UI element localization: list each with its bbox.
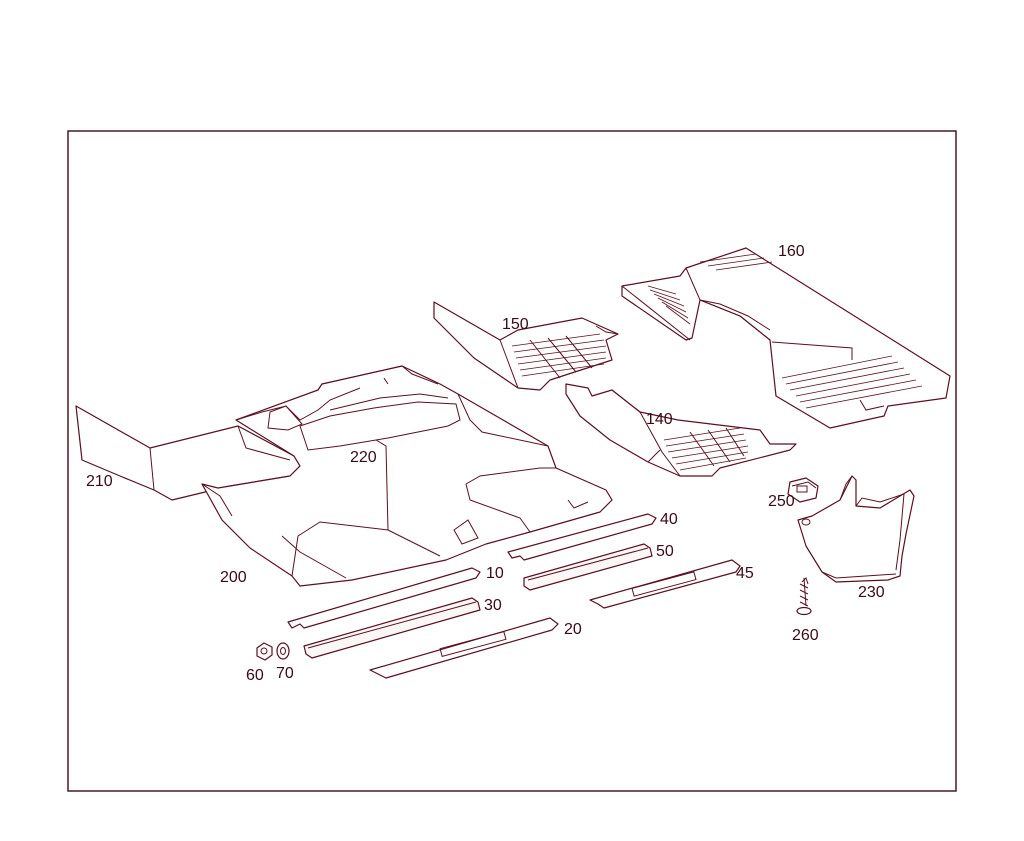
callout-140: 140 — [646, 411, 673, 428]
front-mat-140-drawing[interactable] — [565, 383, 797, 477]
callout-160: 160 — [778, 243, 805, 260]
callout-150: 150 — [502, 316, 529, 333]
callout-220: 220 — [350, 449, 377, 466]
callout-50: 50 — [656, 543, 674, 560]
sill-strip-10-drawing[interactable] — [287, 567, 481, 629]
callout-260: 260 — [792, 627, 819, 644]
callout-40: 40 — [660, 511, 678, 528]
callout-230: 230 — [858, 584, 885, 601]
rear-floor-mat-drawing[interactable] — [621, 247, 951, 429]
sill-strip-30-drawing[interactable] — [303, 597, 481, 659]
sill-plate-45-drawing[interactable] — [589, 559, 741, 609]
clip-250-drawing[interactable] — [787, 477, 819, 503]
callout-250: 250 — [768, 493, 795, 510]
front-mat-150-drawing[interactable] — [433, 301, 619, 391]
callout-10: 10 — [486, 565, 504, 582]
screw-260-drawing[interactable] — [796, 577, 812, 616]
nut-60-drawing[interactable] — [256, 642, 273, 661]
diagram-frame — [67, 130, 957, 792]
callout-30: 30 — [484, 597, 502, 614]
washer-70-drawing[interactable] — [276, 642, 290, 660]
side-trim-230-drawing[interactable] — [797, 475, 915, 583]
callout-70: 70 — [276, 665, 294, 682]
callout-20: 20 — [564, 621, 582, 638]
sill-strip-40-drawing[interactable] — [507, 513, 657, 561]
callout-45: 45 — [736, 565, 754, 582]
callout-200: 200 — [220, 569, 247, 586]
sill-strip-50-drawing[interactable] — [523, 543, 653, 591]
callout-210: 210 — [86, 473, 113, 490]
callout-60: 60 — [246, 667, 264, 684]
main-carpet-200-drawing[interactable] — [201, 365, 613, 587]
sill-plate-20-drawing[interactable] — [369, 617, 559, 679]
